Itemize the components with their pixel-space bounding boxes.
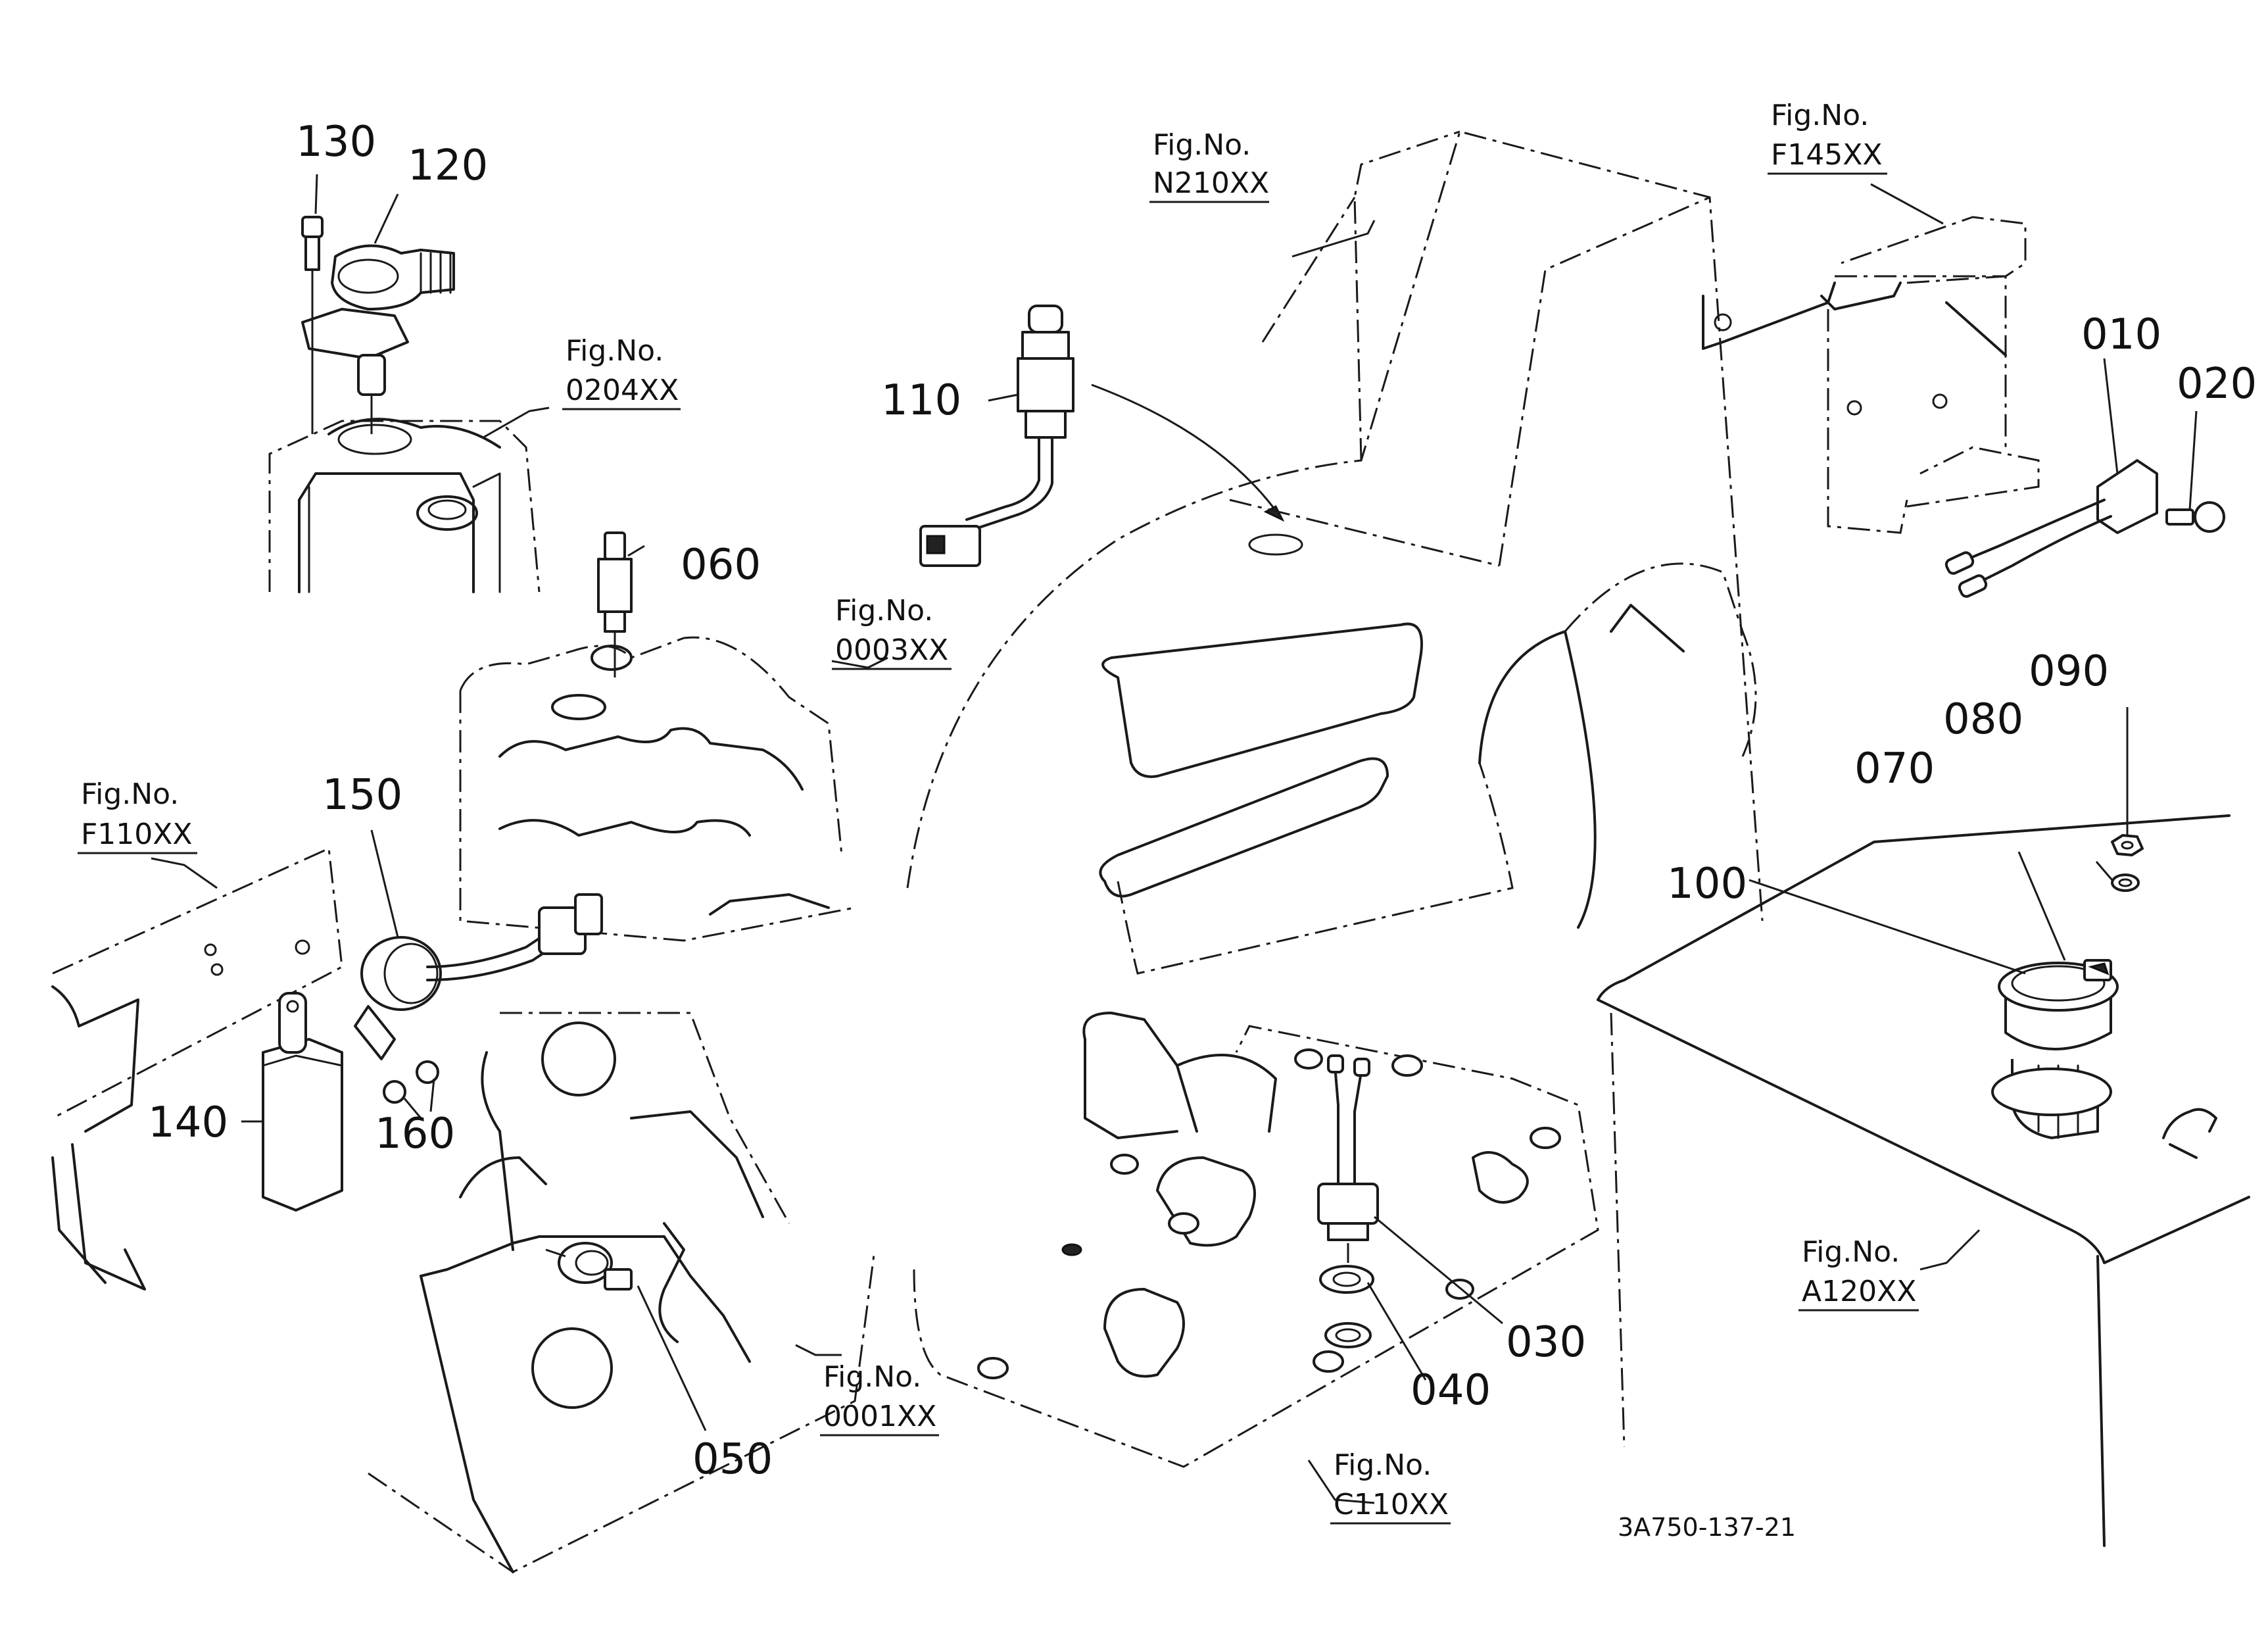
part-number-070[interactable]: 070 bbox=[1854, 745, 1935, 793]
part-number-140[interactable]: 140 bbox=[148, 1098, 228, 1147]
fig-ref-f110xx[interactable]: Fig.No. F110XX bbox=[78, 777, 197, 854]
part-number-120[interactable]: 120 bbox=[408, 141, 488, 190]
svg-text:Fig.No.: Fig.No. bbox=[81, 777, 179, 811]
part-100-sender-drawing bbox=[1991, 959, 2119, 1139]
part-number-010[interactable]: 010 bbox=[2081, 310, 2161, 359]
svg-text:F145XX: F145XX bbox=[1771, 138, 1883, 172]
part-number-150[interactable]: 150 bbox=[322, 771, 402, 820]
part-010-switch-drawing bbox=[1944, 459, 2158, 598]
svg-text:0204XX: 0204XX bbox=[566, 374, 679, 407]
part-number-030[interactable]: 030 bbox=[1506, 1318, 1586, 1367]
svg-text:N210XX: N210XX bbox=[1153, 166, 1269, 200]
part-110-switch-drawing bbox=[919, 305, 1285, 567]
fig-ref-a120xx[interactable]: Fig.No. A120XX bbox=[1798, 1235, 1919, 1312]
svg-text:0001XX: 0001XX bbox=[823, 1400, 936, 1433]
fig-ref-f145xx[interactable]: Fig.No. F145XX bbox=[1768, 99, 1887, 175]
svg-text:Fig.No.: Fig.No. bbox=[1771, 99, 1869, 132]
part-number-160[interactable]: 160 bbox=[375, 1110, 455, 1158]
part-140-relay-drawing bbox=[262, 992, 343, 1212]
fig-ref-0003xx[interactable]: Fig.No. 0003XX bbox=[832, 594, 952, 670]
fender-panel bbox=[906, 130, 1764, 975]
engine-block-0001 bbox=[368, 1012, 876, 1573]
fig-ref-c110xx[interactable]: Fig.No. C110XX bbox=[1330, 1448, 1451, 1525]
part-120-sensor-drawing bbox=[301, 244, 455, 434]
engine-head-assembly bbox=[268, 418, 541, 593]
svg-text:Fig.No.: Fig.No. bbox=[1334, 1448, 1432, 1482]
part-number-080[interactable]: 080 bbox=[1943, 695, 2023, 744]
part-number-050[interactable]: 050 bbox=[692, 1435, 773, 1484]
svg-text:Fig.No.: Fig.No. bbox=[1153, 128, 1251, 162]
part-number-040[interactable]: 040 bbox=[1411, 1366, 1491, 1415]
part-number-130[interactable]: 130 bbox=[296, 118, 376, 166]
svg-text:Fig.No.: Fig.No. bbox=[835, 594, 933, 627]
part-numbers: 130 120 110 060 010 020 090 080 070 100 … bbox=[148, 118, 2257, 1484]
engine-block-0003 bbox=[459, 636, 856, 942]
bracket-assembly-f145 bbox=[1702, 216, 2040, 534]
part-040-washer-drawing bbox=[1319, 1243, 1374, 1348]
part-060-sensor-drawing bbox=[597, 531, 633, 677]
svg-text:Fig.No.: Fig.No. bbox=[1802, 1235, 1900, 1269]
svg-text:F110XX: F110XX bbox=[81, 818, 193, 851]
part-150-buzzer-drawing bbox=[354, 893, 603, 1060]
part-080-washer-drawing bbox=[2111, 873, 2140, 892]
part-number-090[interactable]: 090 bbox=[2029, 647, 2109, 696]
part-160-screw-drawing bbox=[383, 1060, 439, 1119]
svg-text:0003XX: 0003XX bbox=[835, 633, 948, 667]
svg-text:A120XX: A120XX bbox=[1802, 1275, 1916, 1308]
document-code: 3A750-137-21 bbox=[1618, 1513, 1796, 1542]
part-number-100[interactable]: 100 bbox=[1667, 860, 1747, 908]
fig-ref-n210xx[interactable]: Fig.No. N210XX bbox=[1149, 128, 1269, 203]
figure-references: Fig.No. 0204XX Fig.No. N210XX Fig.No. F1… bbox=[78, 99, 1919, 1525]
part-number-060[interactable]: 060 bbox=[681, 541, 761, 589]
svg-text:C110XX: C110XX bbox=[1334, 1488, 1449, 1521]
part-020-screw-drawing bbox=[2165, 501, 2225, 533]
frame-f110 bbox=[51, 847, 343, 1291]
leader-lines bbox=[151, 174, 2198, 1504]
part-number-110[interactable]: 110 bbox=[881, 376, 961, 425]
part-number-020[interactable]: 020 bbox=[2177, 360, 2257, 408]
part-090-nut-drawing bbox=[2111, 834, 2144, 856]
part-030-switch-drawing bbox=[1317, 1054, 1379, 1241]
part-050-sensor-drawing bbox=[545, 1242, 633, 1291]
fuel-tank-a120 bbox=[1597, 814, 2250, 1547]
fig-ref-0001xx[interactable]: Fig.No. 0001XX bbox=[820, 1360, 939, 1437]
fig-ref-0204xx[interactable]: Fig.No. 0204XX bbox=[562, 334, 681, 410]
svg-text:Fig.No.: Fig.No. bbox=[823, 1360, 921, 1394]
transmission-cover-c110 bbox=[913, 1012, 1599, 1468]
svg-text:Fig.No.: Fig.No. bbox=[566, 334, 664, 368]
part-130-bolt-drawing bbox=[301, 216, 324, 434]
